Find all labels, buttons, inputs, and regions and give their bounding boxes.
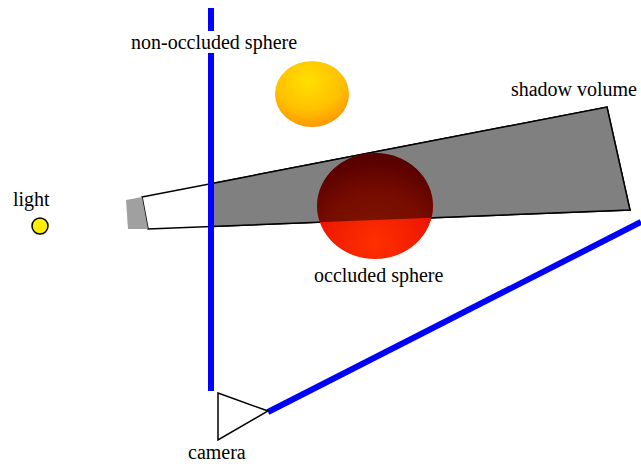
non-occluded-sphere bbox=[275, 61, 349, 127]
camera-symbol bbox=[218, 393, 268, 440]
label: light bbox=[12, 188, 51, 210]
label: camera bbox=[187, 441, 247, 463]
shadow-volume-cap bbox=[126, 197, 148, 229]
light-source bbox=[32, 218, 48, 234]
frustum-edge bbox=[268, 222, 641, 412]
frustum-edge bbox=[208, 8, 214, 391]
label: shadow volume bbox=[510, 78, 638, 100]
shadow-volume-outline bbox=[142, 107, 630, 229]
sphere-shadow bbox=[142, 107, 630, 229]
label: occluded sphere bbox=[313, 264, 444, 286]
label: non-occluded sphere bbox=[130, 31, 298, 53]
shadow-volume bbox=[211, 107, 630, 229]
